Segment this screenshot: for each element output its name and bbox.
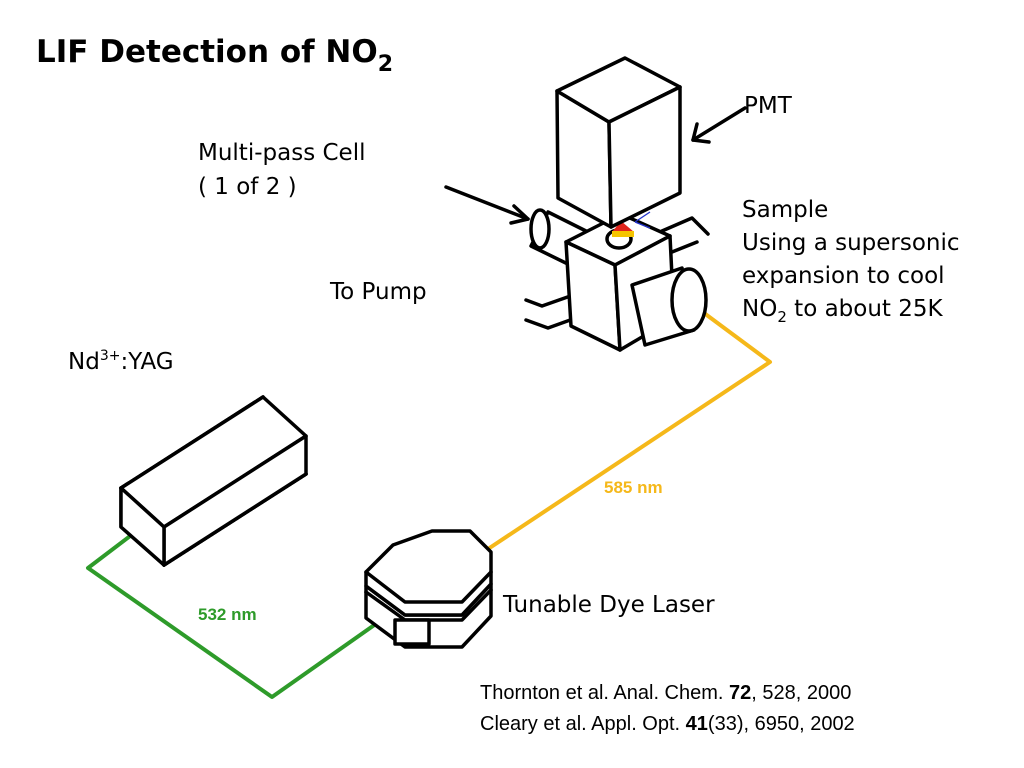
green-beam (86, 528, 382, 699)
pump-label: To Pump (329, 279, 427, 305)
multi-pass-cell (524, 208, 710, 352)
green-wavelength-label: 532 nm (198, 605, 257, 624)
sample-desc-1: Using a supersonic (742, 230, 960, 256)
page-title: LIF Detection of NO2 (36, 34, 393, 77)
yag-laser-outline (119, 395, 308, 567)
pmt-detector (555, 56, 682, 229)
cell-pointer-arrow (444, 185, 530, 225)
cell-label-count: ( 1 of 2 ) (198, 174, 297, 200)
reference-2: Cleary et al. Appl. Opt. 41(33), 6950, 2… (480, 713, 855, 735)
sample-label: Sample (742, 197, 828, 223)
yag-label: Nd3+:YAG (68, 348, 174, 375)
reference-1: Thornton et al. Anal. Chem. 72, 528, 200… (480, 682, 851, 704)
sample-jet-red (612, 221, 634, 232)
sample-desc-2: expansion to cool (742, 263, 945, 289)
dye-laser (364, 529, 493, 649)
blue-arrow (634, 211, 651, 223)
yellow-wavelength-label: 585 nm (604, 478, 663, 497)
sample-jet-yellow (612, 231, 634, 237)
pmt-label: PMT (744, 93, 793, 119)
yellow-beam (486, 311, 772, 551)
cell-label: Multi-pass Cell (198, 140, 365, 166)
dye-laser-label: Tunable Dye Laser (502, 592, 715, 618)
pmt-pointer-arrow (691, 106, 747, 144)
sample-desc-3: NO2 to about 25K (742, 296, 944, 326)
